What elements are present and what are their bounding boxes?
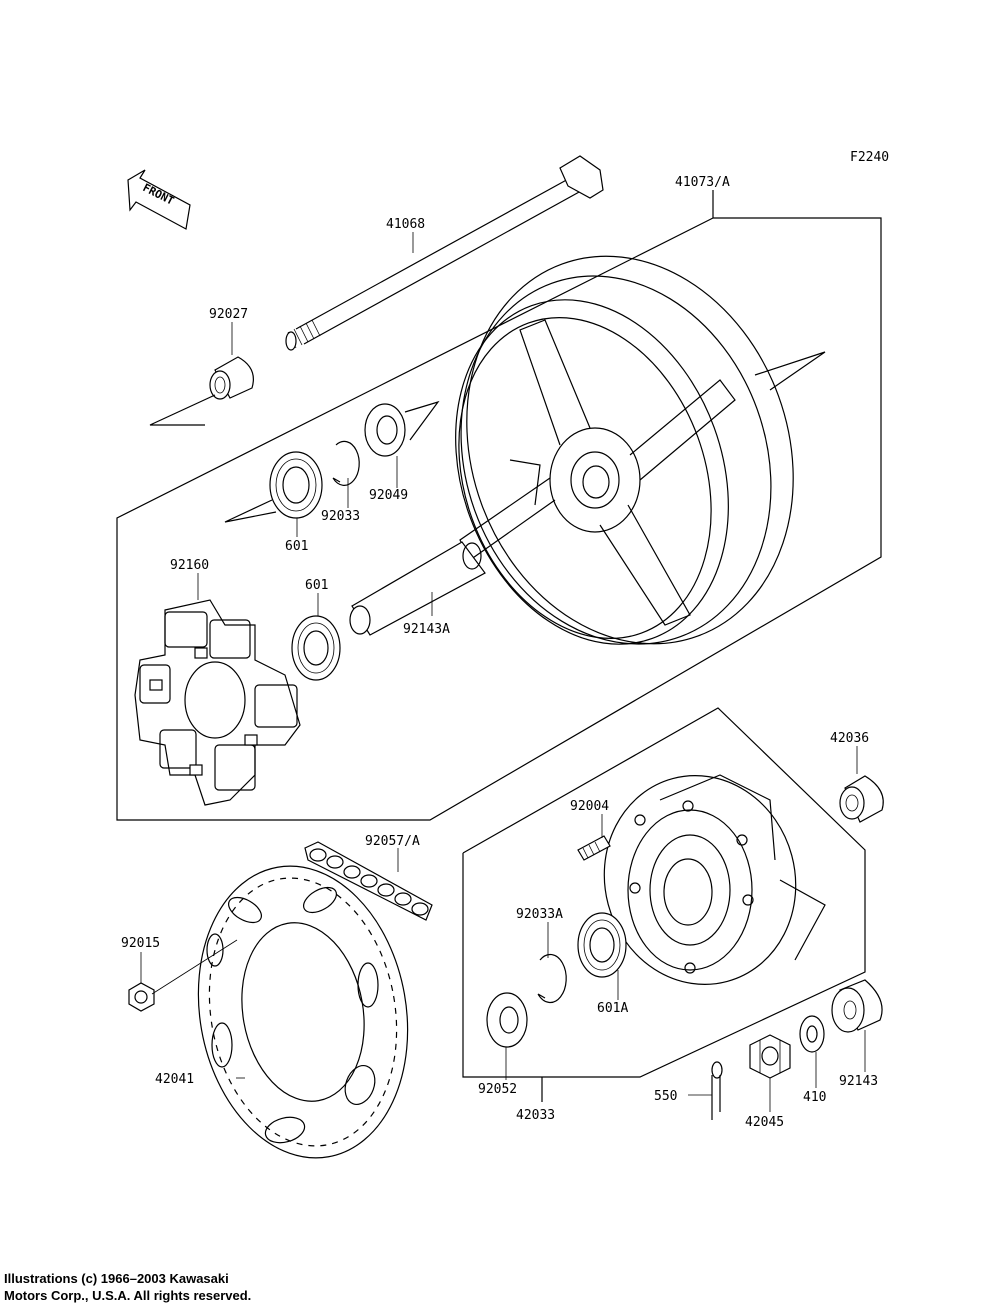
collar-42036 [839, 775, 884, 823]
bearing-601a [577, 912, 627, 978]
part-label-42036: 42036 [830, 731, 869, 746]
castle-nut-42045 [749, 1034, 791, 1079]
part-label-92004: 92004 [570, 799, 609, 814]
axle [285, 155, 604, 351]
front-arrow-icon: FRONT [127, 169, 191, 230]
part-label-92052: 92052 [478, 1082, 517, 1097]
wheel-group-outline [116, 217, 882, 821]
part-label-92057a: 92057/A [365, 834, 420, 849]
damper-92160 [134, 599, 301, 806]
bearing-601-lower [291, 615, 341, 681]
part-label-92033a: 92033A [516, 907, 563, 922]
part-label-410: 410 [803, 1090, 826, 1105]
part-label-92160: 92160 [170, 558, 209, 573]
seal-92052 [486, 992, 528, 1048]
part-label-92033: 92033 [321, 509, 360, 524]
copyright-notice: Illustrations (c) 1966–2003 Kawasaki Mot… [4, 1270, 251, 1304]
spacer-92143a [349, 541, 486, 636]
part-label-601-upper: 601 [285, 539, 308, 554]
circlip-92033 [332, 440, 360, 486]
wheel-rim [455, 255, 826, 645]
hub-group-outline [462, 707, 866, 1078]
stud-92004 [577, 835, 611, 861]
part-label-92027: 92027 [209, 307, 248, 322]
seal-92049 [364, 400, 440, 457]
copyright-line-2: Motors Corp., U.S.A. All rights reserved… [4, 1288, 252, 1303]
circlip-92033a [537, 953, 567, 1004]
chain-92057a [304, 841, 433, 921]
part-label-41068: 41068 [386, 217, 425, 232]
collar-92143 [831, 979, 883, 1033]
part-label-601a: 601A [597, 1001, 628, 1016]
part-label-42045: 42045 [745, 1115, 784, 1130]
part-label-92143: 92143 [839, 1074, 878, 1089]
part-label-92143a: 92143A [403, 622, 450, 637]
figure-code: F2240 [850, 150, 889, 165]
bearing-601-upper [224, 451, 323, 523]
part-label-92015: 92015 [121, 936, 160, 951]
part-label-550: 550 [654, 1089, 677, 1104]
part-label-42041: 42041 [155, 1072, 194, 1087]
copyright-line-1: Illustrations (c) 1966–2003 Kawasaki [4, 1271, 229, 1286]
washer-410 [799, 1015, 825, 1053]
cotter-pin-550 [688, 1061, 723, 1120]
part-label-41073a: 41073/A [675, 175, 730, 190]
part-label-42033: 42033 [516, 1108, 555, 1123]
part-label-92049: 92049 [369, 488, 408, 503]
hub [603, 774, 826, 985]
sprocket-42041 [197, 865, 409, 1159]
collar-92027 [149, 356, 254, 426]
part-label-601-lower: 601 [305, 578, 328, 593]
